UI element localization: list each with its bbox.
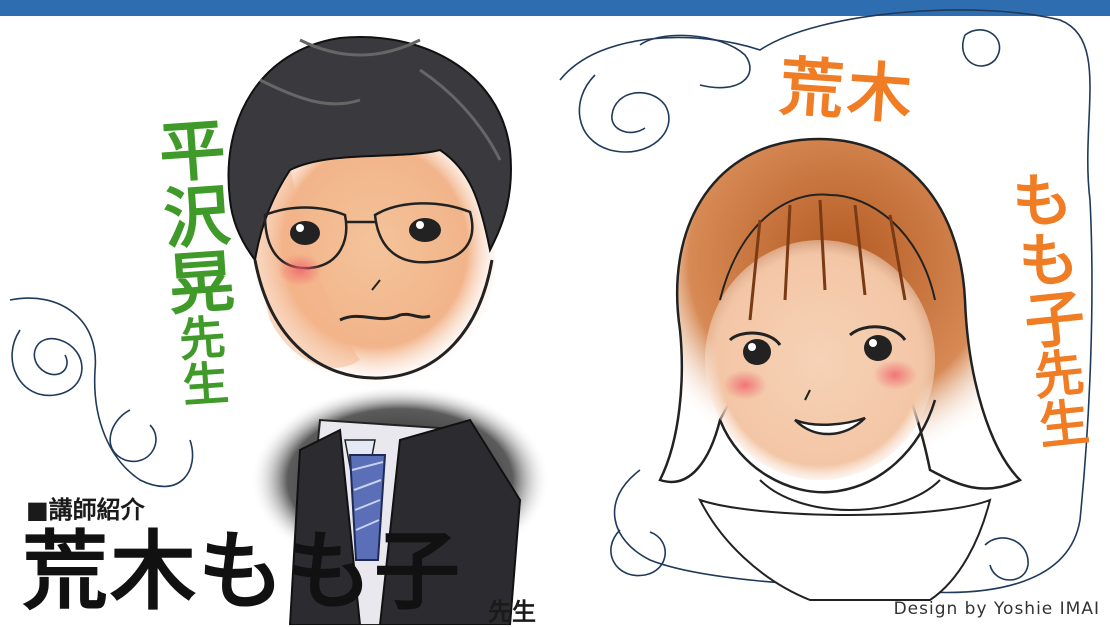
honorific-label: 先生 [488, 598, 536, 626]
right-teacher-sensei-text: 先生 [1023, 345, 1092, 451]
section-label: ■講師紹介 [26, 496, 145, 524]
male-teacher-portrait-icon [227, 36, 550, 625]
scribble-swirl-icon [9, 9, 1093, 594]
left-teacher-sensei-text: 先生 [170, 312, 231, 408]
left-teacher-name-text: 平沢晃 [145, 114, 237, 317]
female-teacher-portrait-icon [658, 137, 1023, 601]
left-teacher-handwritten-name: 平沢晃先生 [102, 114, 242, 412]
designer-credit: Design by Yoshie IMAI [893, 599, 1100, 619]
teacher-name-title: 荒木もも子 [22, 522, 462, 622]
top-accent-bar [0, 0, 1110, 16]
right-teacher-name-part1: 荒木 [777, 50, 918, 134]
